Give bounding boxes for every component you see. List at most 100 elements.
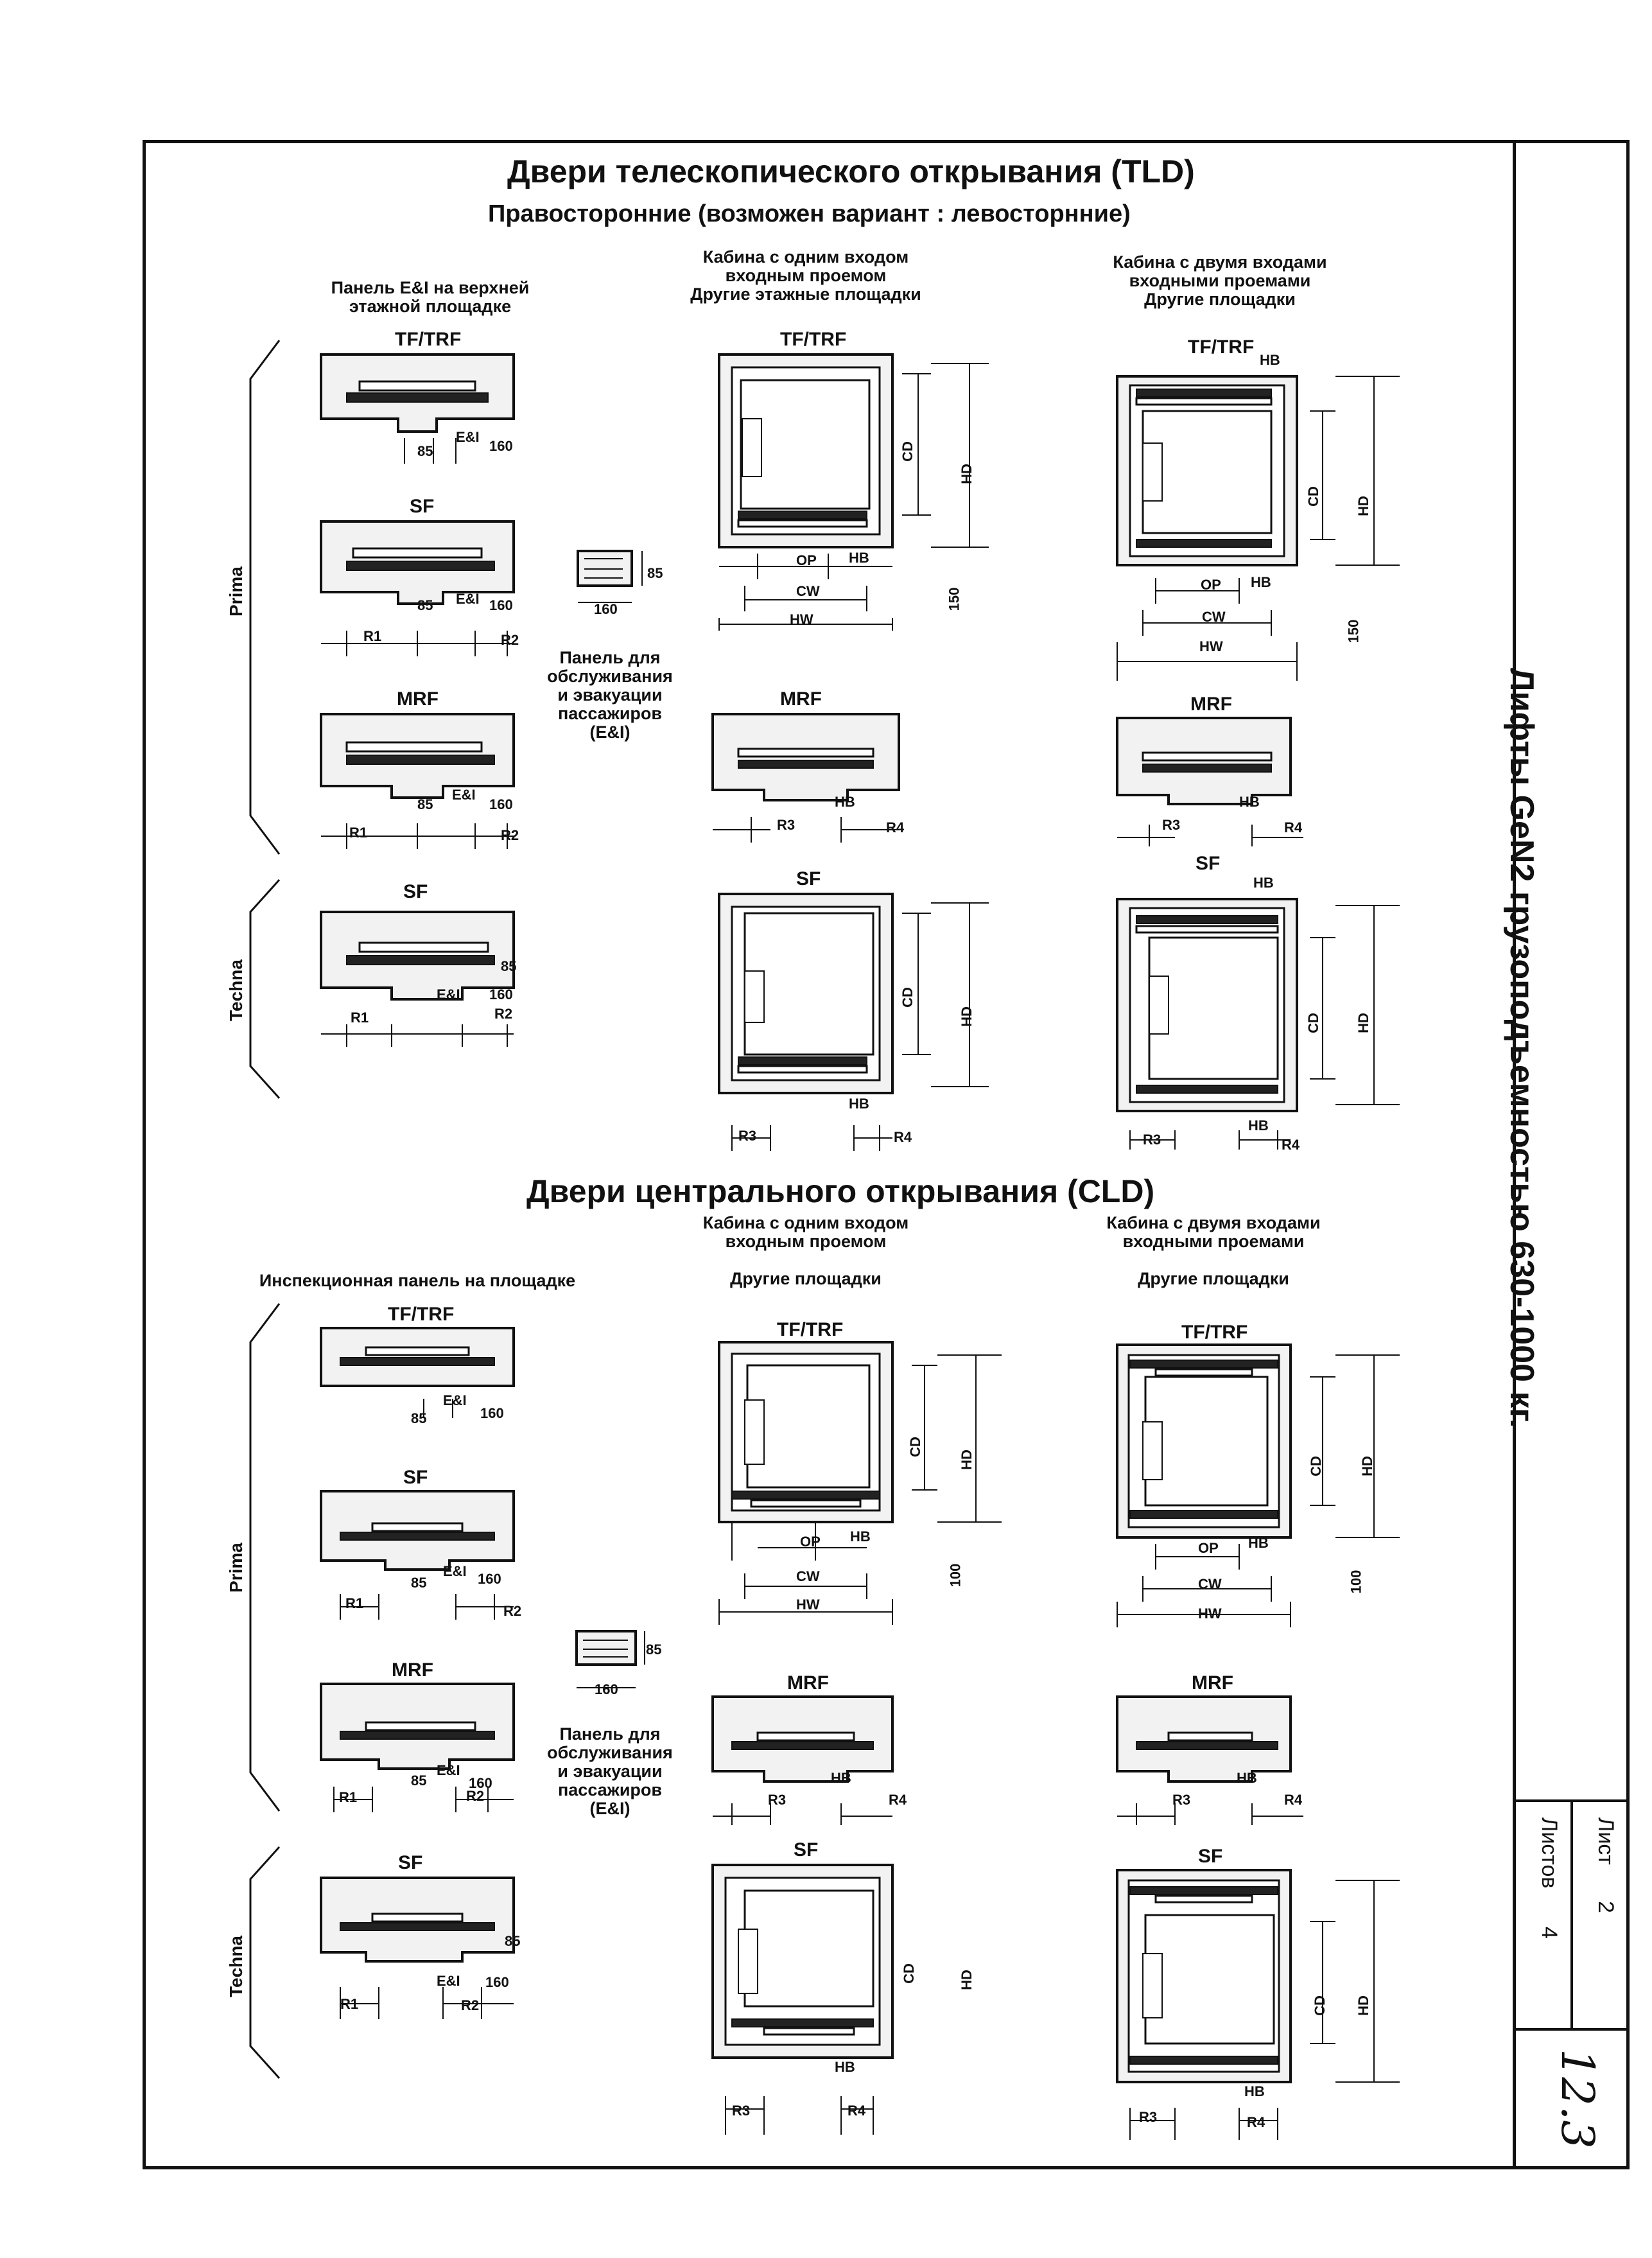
- cld-c3-sf-cd: CD: [1311, 1995, 1328, 2016]
- cld-c2-mrf-label: MRF: [787, 1672, 829, 1694]
- cld-c3-sf-hb: HB: [1244, 2083, 1265, 2099]
- cld-c2-sf-r4: R4: [848, 2103, 866, 2119]
- cld-c1-sf-r2: R2: [503, 1603, 522, 1619]
- tld-subtitle: Правосторонние (возможен вариант : левос…: [488, 200, 1131, 227]
- cld-c3-mrf-plan: [1116, 1695, 1303, 1825]
- tld-c2-mrf-label: MRF: [780, 688, 822, 710]
- tld-c1-sf-r1: R1: [363, 628, 382, 644]
- tld-ei-panel-dim-85: 85: [647, 565, 663, 581]
- tld-c1-techna-sf-plan: [320, 911, 515, 1047]
- tld-c2-tftrf-op: OP: [796, 552, 817, 568]
- cld-c3-tftrf-op: OP: [1198, 1540, 1219, 1556]
- handwritten-sheet-id: 12.3: [1551, 2049, 1604, 2149]
- cld-c2-tftrf-100: 100: [947, 1563, 964, 1588]
- tld-c3-sf-hb-top: HB: [1253, 875, 1274, 891]
- tld-c2-mrf-r3: R3: [777, 817, 796, 833]
- cld-c3-mrf-hb: HB: [1237, 1770, 1257, 1786]
- tld-c1-mrf-label: MRF: [397, 688, 439, 710]
- tld-c1-techna-sf-label: SF: [403, 881, 428, 902]
- tld-c3-tftrf-hb-top: HB: [1260, 352, 1280, 368]
- tld-c2-sf-hd: HD: [958, 1006, 975, 1027]
- cld-c1-tftrf-dim-160: 160: [480, 1405, 504, 1421]
- cld-c2-mrf-hb: HB: [831, 1770, 851, 1786]
- tld-c1-sf-dim-160: 160: [489, 597, 513, 613]
- cld-prima-brace: [249, 1303, 281, 1812]
- tld-c2-sf-label: SF: [796, 868, 821, 889]
- tld-c3-sf-cd: CD: [1305, 1013, 1321, 1033]
- cld-c2-mrf-plan: [711, 1695, 894, 1825]
- tld-c3-mrf-r4: R4: [1284, 819, 1303, 836]
- cld-c1-techna-dim-160: 160: [485, 1974, 509, 1990]
- cld-c1-sf-dim-160: 160: [478, 1571, 501, 1587]
- sheets-label: Листов: [1537, 1817, 1561, 1889]
- tld-c1-techna-dim-160: 160: [489, 986, 513, 1002]
- cld-c1-techna-r1: R1: [340, 1996, 359, 2012]
- tld-techna-brace: [249, 879, 281, 1099]
- tld-c1-mrf-dim-85: 85: [417, 796, 433, 812]
- cld-c3-tftrf-plan: [1116, 1343, 1400, 1627]
- cld-c2-sf-plan: [711, 1864, 894, 2135]
- cld-c3-tftrf-cd: CD: [1307, 1456, 1324, 1476]
- cld-c3-tftrf-hb: HB: [1248, 1535, 1269, 1551]
- cld-c3-mrf-r4: R4: [1284, 1792, 1303, 1808]
- cld-c1-mrf-label: MRF: [392, 1659, 433, 1681]
- cld-techna-brace: [249, 1846, 281, 2079]
- tld-c1-sf-dim-85: 85: [417, 597, 433, 613]
- tld-c3-tftrf-hd: HD: [1355, 496, 1371, 516]
- tld-techna-label: Techna: [226, 959, 246, 1021]
- tld-c1-techna-ei: E&I: [437, 986, 460, 1002]
- cld-c1-techna-sf-plan: [320, 1877, 515, 2019]
- tld-c1-sf-r2: R2: [501, 632, 519, 648]
- cld-c1-tftrf-plan: [320, 1327, 515, 1418]
- tld-c1-mrf-r1: R1: [349, 825, 368, 841]
- cld-c2-sf-hb: HB: [835, 2059, 855, 2075]
- tld-c3-tftrf-op: OP: [1201, 577, 1221, 593]
- cld-c1-sf-plan: [320, 1490, 515, 1620]
- tld-title: Двери телескопического открывания (TLD): [507, 153, 1195, 189]
- tld-c2-mrf-hb: HB: [835, 794, 855, 810]
- cld-c2-tftrf-hw: HW: [796, 1597, 820, 1613]
- cld-c3-tftrf-label: TF/TRF: [1181, 1322, 1248, 1343]
- cld-c1-sf-r1: R1: [345, 1595, 364, 1611]
- tld-c1-tftrf-label: TF/TRF: [395, 329, 462, 350]
- cld-c1-mrf-plan: [320, 1683, 515, 1812]
- tld-c2-sf-r3: R3: [738, 1128, 757, 1144]
- cld-c3-tftrf-hd: HD: [1359, 1456, 1375, 1476]
- cld-c1-mrf-dim-160: 160: [469, 1775, 492, 1791]
- tld-c3-sf-hb: HB: [1248, 1117, 1269, 1133]
- tld-c3-tftrf-hb: HB: [1251, 574, 1271, 590]
- cld-c3-tftrf-hw: HW: [1198, 1606, 1222, 1622]
- cld-c1-tftrf-label: TF/TRF: [388, 1304, 455, 1325]
- tld-c3-sf-r4: R4: [1282, 1137, 1300, 1153]
- tld-c1-mrf-plan: [320, 713, 515, 849]
- cld-ei-panel-dim-160: 160: [595, 1681, 618, 1697]
- tld-c1-tftrf-plan: [320, 353, 515, 464]
- cld-c2-tftrf-op: OP: [800, 1534, 821, 1550]
- cld-col1-caption: Инспекционная панель на площадке: [259, 1271, 576, 1290]
- cld-c3-tftrf-cw: CW: [1198, 1576, 1222, 1592]
- tld-c1-tftrf-dim-160: 160: [489, 438, 513, 454]
- cld-c2-mrf-r4: R4: [889, 1792, 907, 1808]
- tld-ei-panel-dim-160: 160: [594, 601, 618, 617]
- cld-c2-tftrf-cw: CW: [796, 1568, 820, 1584]
- tld-prima-brace: [249, 340, 281, 855]
- tld-c1-tftrf-dim-85: 85: [417, 443, 433, 459]
- tld-c1-tftrf-ei: E&I: [456, 429, 480, 445]
- cld-ei-panel: [575, 1630, 645, 1688]
- tld-c3-mrf-label: MRF: [1190, 694, 1232, 715]
- tld-prima-label: Prima: [226, 566, 246, 617]
- tld-c1-sf-label: SF: [410, 496, 435, 517]
- cld-c1-mrf-r2: R2: [466, 1788, 485, 1804]
- tld-c3-mrf-plan: [1116, 717, 1303, 846]
- tld-c2-sf-r4: R4: [894, 1129, 912, 1145]
- tld-c1-sf-plan: [320, 520, 515, 656]
- cld-c3-sf-r3: R3: [1139, 2109, 1158, 2125]
- sheet-number-divider: [1570, 1799, 1573, 2031]
- cld-c3-mrf-r3: R3: [1172, 1792, 1191, 1808]
- cld-techna-label: Techna: [226, 1936, 246, 1997]
- tld-c2-tftrf-cw: CW: [796, 583, 820, 599]
